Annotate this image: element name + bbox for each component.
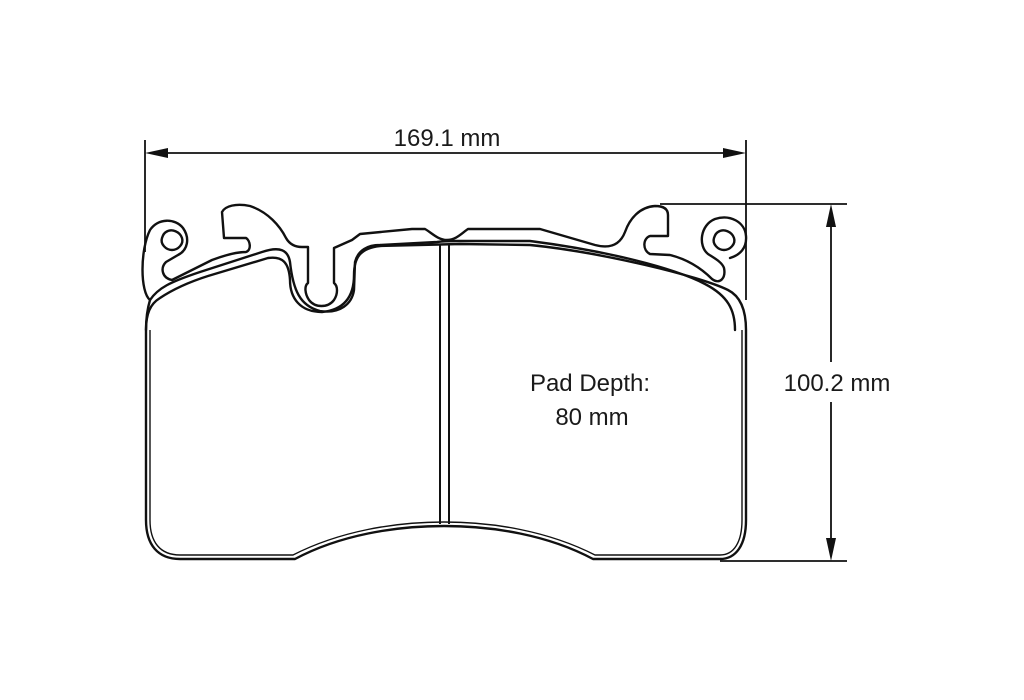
pad-depth-value: 80 mm (555, 404, 628, 431)
arrow-right-icon (723, 148, 746, 158)
height-dimension: 100.2 mm (660, 203, 891, 562)
arrow-left-icon (145, 148, 168, 158)
pad-depth-label: Pad Depth: 80 mm (530, 370, 650, 431)
left-mounting-hole (160, 229, 184, 252)
backing-plate-outline (148, 239, 737, 332)
pad-inner-outline (149, 330, 743, 556)
width-dimension: 169.1 mm (144, 125, 747, 300)
arrow-up-icon (826, 204, 836, 227)
width-label: 169.1 mm (394, 125, 501, 152)
pad-depth-title: Pad Depth: (530, 370, 650, 397)
friction-pad (144, 242, 748, 561)
pad-outer-outline (144, 242, 748, 561)
arrow-down-icon (826, 538, 836, 561)
height-label: 100.2 mm (784, 370, 891, 397)
right-mounting-hole (712, 229, 736, 252)
